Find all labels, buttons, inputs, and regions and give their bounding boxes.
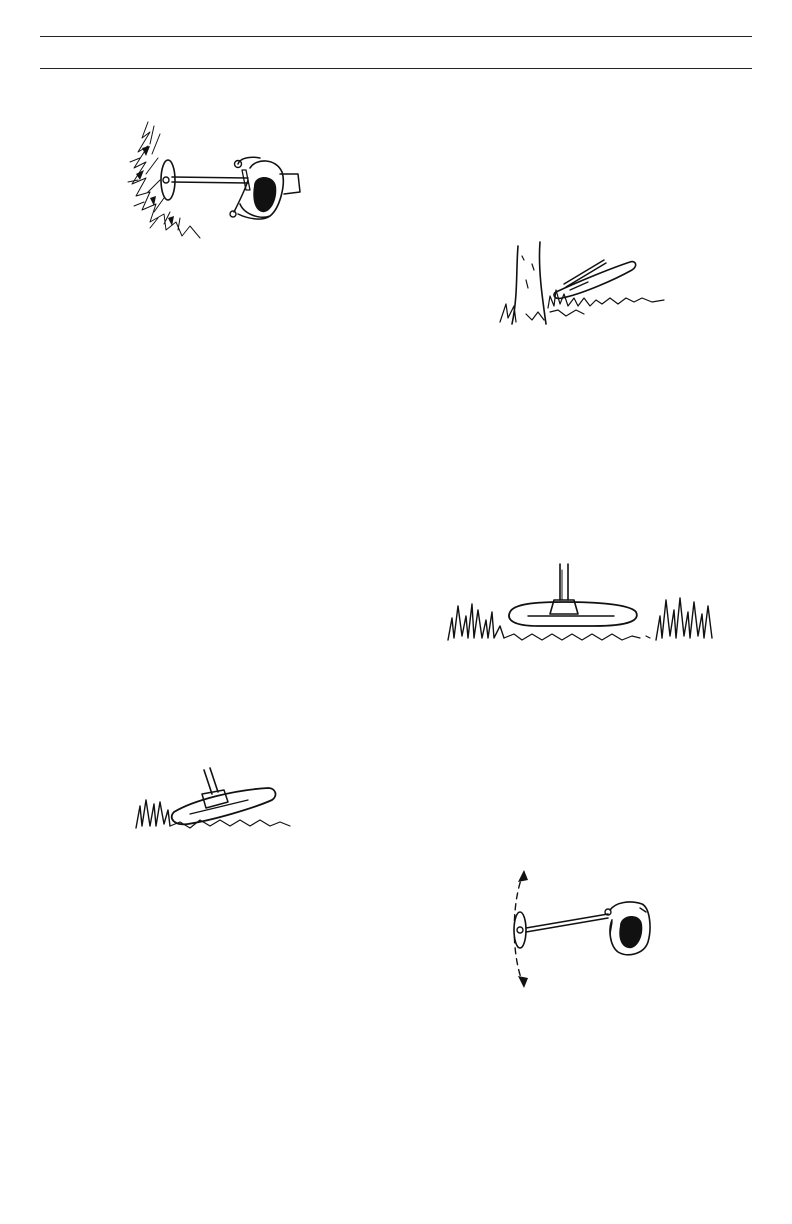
figure-sweeping-side-to-side [500, 868, 660, 994]
trimmer-head-icon [509, 600, 637, 626]
grass-line [548, 290, 664, 316]
trimmer-head-icon [554, 260, 636, 298]
figure-trimming-around-tree [492, 240, 674, 330]
trimmer-shaft [204, 768, 218, 794]
trimmer-head-icon [172, 788, 276, 824]
operator-top-view-icon [610, 902, 650, 955]
trimmer-shaft-and-head [161, 160, 250, 217]
header-rule-bottom [40, 68, 752, 69]
trimmer-shaft-and-head [514, 909, 611, 948]
figure-trimming-tilted-head [134, 764, 298, 834]
grass-left [448, 604, 504, 640]
trimmer-shaft [560, 564, 568, 600]
ground-line [504, 634, 650, 640]
tree-trunk-illustration [500, 242, 546, 324]
figure-scalping-level-head [444, 560, 716, 648]
grass-right [656, 598, 712, 640]
header-rule-top [40, 36, 752, 37]
grass-line [136, 800, 290, 828]
figure-trimming-against-bush [120, 118, 310, 246]
